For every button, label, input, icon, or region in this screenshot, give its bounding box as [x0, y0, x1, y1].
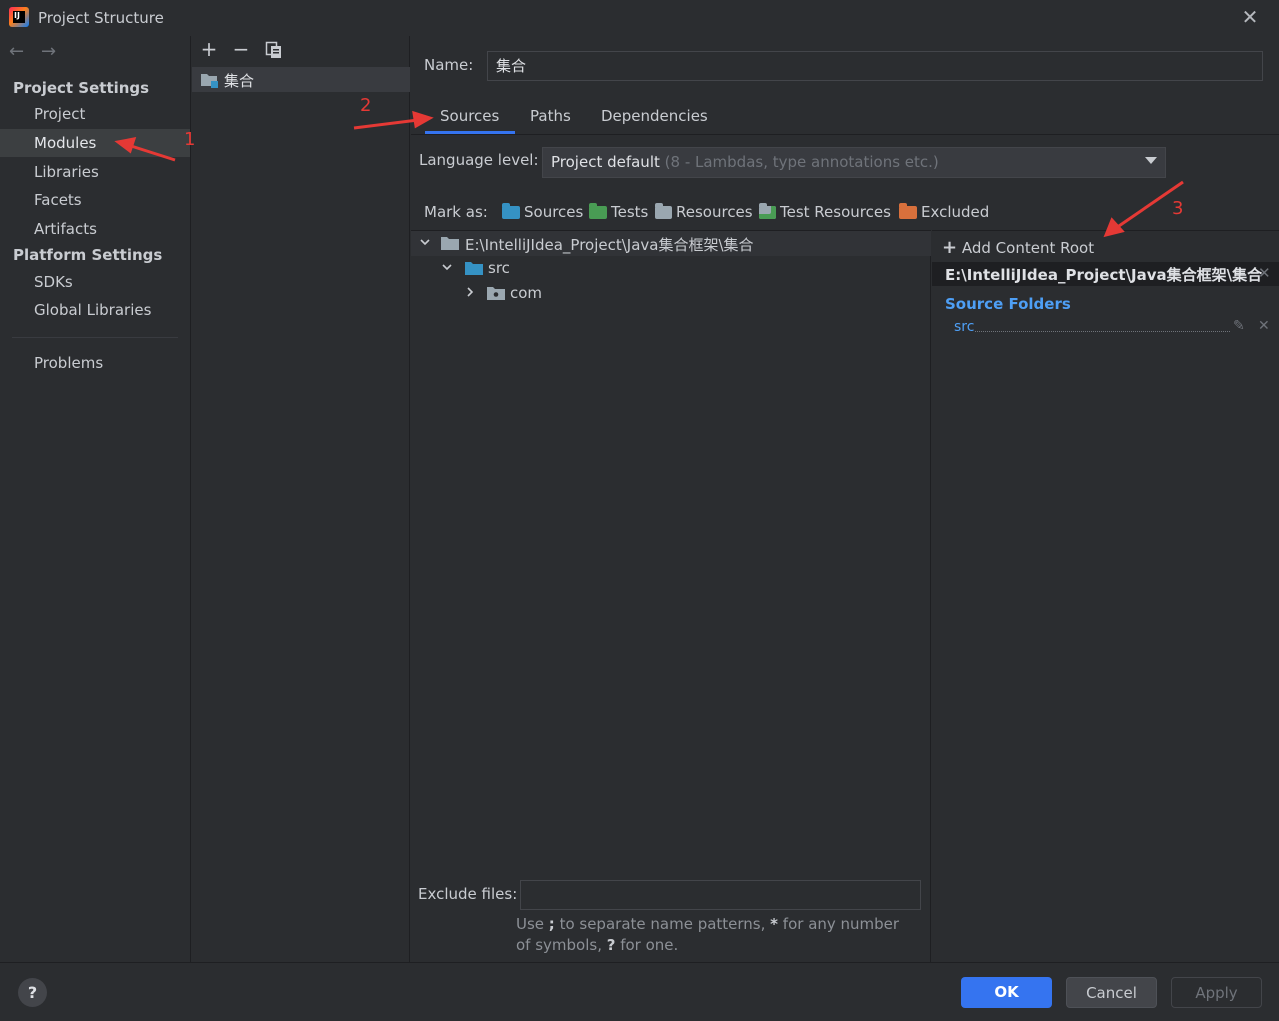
back-arrow-icon[interactable]: ←: [9, 41, 25, 62]
sidebar: [0, 36, 191, 962]
module-row[interactable]: [192, 67, 410, 92]
cancel-button[interactable]: Cancel: [1066, 977, 1157, 1008]
forward-arrow-icon[interactable]: →: [41, 41, 57, 62]
mark-excluded-label: Excluded: [921, 203, 990, 221]
tabs-divider: [411, 134, 1279, 135]
chevron-down-icon[interactable]: [441, 261, 453, 276]
annotation-arrowhead-2: [412, 110, 434, 129]
plus-icon: +: [942, 237, 958, 258]
mark-sources-label: Sources: [524, 203, 584, 221]
mark-resources-button[interactable]: Resources: [655, 202, 753, 221]
chevron-down-icon[interactable]: [419, 236, 431, 251]
name-label: Name:: [424, 56, 474, 74]
module-folder-icon: [201, 72, 218, 88]
tree-src-label[interactable]: src: [488, 259, 510, 277]
resources-folder-icon: [655, 202, 672, 219]
chevron-down-icon[interactable]: [1145, 157, 1157, 164]
dialog-footer: [0, 962, 1279, 1021]
exclude-files-input[interactable]: [520, 880, 921, 910]
tree-root-label[interactable]: E:\IntelliJIdea_Project\Java集合框架\集合: [465, 236, 754, 254]
intellij-logo-icon: IJ: [9, 7, 29, 27]
mark-sources-button[interactable]: Sources: [502, 202, 584, 221]
tests-folder-icon: [589, 202, 607, 219]
help-icon[interactable]: ?: [18, 978, 47, 1007]
content-root-panel: [932, 230, 1279, 962]
sidebar-item-modules[interactable]: Modules: [0, 129, 190, 157]
language-level-value: Project default: [551, 153, 660, 171]
module-name[interactable]: 集合: [224, 72, 255, 90]
excluded-folder-icon: [899, 202, 917, 219]
sources-folder-icon: [502, 202, 520, 219]
sidebar-item-project[interactable]: Project: [34, 105, 86, 123]
name-input[interactable]: 集合: [487, 51, 1263, 81]
content-root-row: [932, 262, 1279, 286]
window-title: Project Structure: [38, 9, 164, 27]
edit-pencil-icon[interactable]: ✎: [1233, 318, 1245, 334]
source-folder-icon: [465, 261, 483, 275]
sidebar-divider: [12, 337, 178, 338]
title-bar: [0, 0, 1279, 36]
chevron-right-icon[interactable]: [464, 286, 476, 301]
mark-tests-label: Tests: [611, 203, 649, 221]
mark-test-resources-label: Test Resources: [780, 203, 891, 221]
sidebar-item-libraries[interactable]: Libraries: [34, 163, 99, 181]
remove-source-folder-icon[interactable]: ✕: [1258, 318, 1270, 334]
sidebar-item-sdks[interactable]: SDKs: [34, 273, 73, 291]
source-tree-panel: [411, 230, 931, 962]
annotation-number-1: 1: [184, 129, 196, 150]
content-root-path: E:\IntelliJIdea_Project\Java集合框架\集合: [945, 266, 1263, 284]
source-folders-heading: Source Folders: [945, 295, 1071, 313]
language-level-hint: (8 - Lambdas, type annotations etc.): [664, 153, 939, 171]
add-content-root-button[interactable]: + Add Content Root: [942, 237, 1094, 258]
sidebar-item-artifacts[interactable]: Artifacts: [34, 220, 97, 238]
package-folder-icon: [487, 286, 505, 300]
mark-as-label: Mark as:: [424, 203, 488, 221]
dotted-leader: [975, 331, 1230, 332]
ok-button[interactable]: OK: [961, 977, 1052, 1008]
tab-paths[interactable]: Paths: [530, 107, 571, 125]
folder-icon: [441, 236, 459, 250]
language-level-label: Language level:: [419, 151, 539, 169]
add-content-root-label: Add Content Root: [961, 239, 1095, 257]
sidebar-item-global-libraries[interactable]: Global Libraries: [34, 301, 152, 319]
test-resources-folder-icon: [759, 202, 776, 219]
project-settings-heading: Project Settings: [13, 79, 150, 97]
remove-content-root-icon[interactable]: ✕: [1258, 264, 1271, 282]
exclude-files-hint: Use ; to separate name patterns, * for a…: [516, 915, 900, 954]
platform-settings-heading: Platform Settings: [13, 246, 163, 264]
mark-test-resources-button[interactable]: Test Resources: [759, 202, 891, 221]
sidebar-item-facets[interactable]: Facets: [34, 191, 82, 209]
add-icon[interactable]: +: [200, 37, 218, 61]
tree-com-label[interactable]: com: [510, 284, 543, 302]
mark-tests-button[interactable]: Tests: [589, 202, 649, 221]
sidebar-item-problems[interactable]: Problems: [34, 354, 104, 372]
language-level-select[interactable]: Project default (8 - Lambdas, type annot…: [542, 147, 1166, 178]
mark-excluded-button[interactable]: Excluded: [899, 202, 990, 221]
logo-text: IJ: [13, 11, 25, 23]
exclude-files-label: Exclude files:: [418, 885, 518, 903]
close-icon[interactable]: ✕: [1241, 5, 1259, 29]
module-list-panel: [192, 36, 410, 962]
active-tab-indicator: [425, 131, 515, 134]
apply-button[interactable]: Apply: [1171, 977, 1262, 1008]
remove-icon[interactable]: −: [232, 37, 250, 61]
tab-dependencies[interactable]: Dependencies: [601, 107, 708, 125]
copy-icon[interactable]: [265, 41, 283, 59]
annotation-number-2: 2: [360, 95, 372, 116]
mark-resources-label: Resources: [676, 203, 753, 221]
source-folder-item[interactable]: src: [954, 319, 975, 335]
annotation-number-3: 3: [1172, 198, 1184, 219]
tab-sources[interactable]: Sources: [440, 107, 500, 125]
tree-row-root[interactable]: [411, 231, 931, 256]
